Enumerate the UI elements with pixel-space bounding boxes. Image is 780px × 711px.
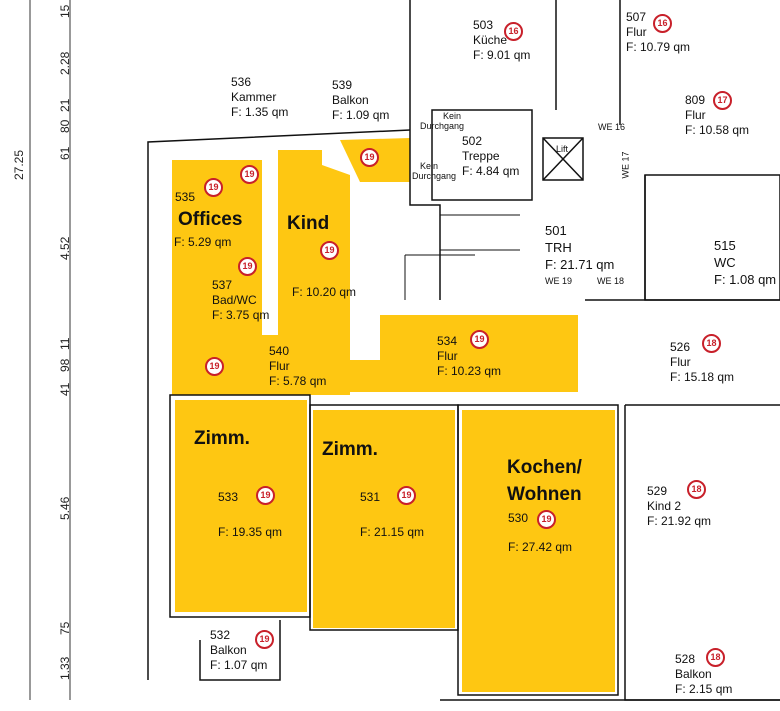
room-badge: 19 xyxy=(204,178,223,197)
area-534 xyxy=(345,315,578,392)
room-badge: 19 xyxy=(397,486,416,505)
highlighted-areas xyxy=(172,138,615,692)
room-badge-539: 19 xyxy=(360,148,379,167)
room-badge: 19 xyxy=(470,330,489,349)
label-kind: Kind xyxy=(287,213,330,234)
dimension-label: 80 xyxy=(58,119,72,133)
note-durchgang-1: Durchgang xyxy=(420,121,465,131)
note-kein-2: Kein xyxy=(420,161,439,171)
dimension-total: 27.25 xyxy=(12,149,26,180)
note-we16: WE 16 xyxy=(598,122,626,132)
dimension-label: 15 xyxy=(58,4,72,18)
area-530 xyxy=(462,410,615,692)
room-badge: 19 xyxy=(320,241,339,260)
label-offices: Offices xyxy=(178,209,243,230)
area-531 xyxy=(313,410,455,628)
room-badge: 17 xyxy=(713,91,732,110)
area-kind xyxy=(278,150,350,340)
room-535-id: 535 xyxy=(175,190,196,204)
room-badge: 18 xyxy=(702,334,721,353)
room-535-area: F: 5.29 qm xyxy=(174,235,232,249)
room-530-area: F: 27.42 qm xyxy=(508,540,573,554)
room-kind-area: F: 10.20 qm xyxy=(292,285,357,299)
room-533-area: F: 19.35 qm xyxy=(218,525,283,539)
dimension-label: 61 xyxy=(58,146,72,160)
area-535-537 xyxy=(172,160,262,395)
room-530-id: 530 xyxy=(508,511,529,525)
dimension-label: 21 xyxy=(58,98,72,112)
room-badge: 16 xyxy=(504,22,523,41)
room-badge: 16 xyxy=(653,14,672,33)
room-badge: 19 xyxy=(256,486,275,505)
label-zimm-533: Zimm. xyxy=(194,428,250,449)
room-badge: 18 xyxy=(687,480,706,499)
room-badge: 19 xyxy=(255,630,274,649)
area-533 xyxy=(175,400,307,612)
room-badge: 19 xyxy=(238,257,257,276)
lift-label: Lift xyxy=(556,144,569,154)
area-540 xyxy=(262,335,350,395)
note-durchgang-2: Durchgang xyxy=(412,171,457,181)
room-badge-hall: 19 xyxy=(205,357,224,376)
dimension-label: 2.28 xyxy=(58,51,72,75)
dimension-label: 41 xyxy=(58,382,72,396)
dimension-label: 4.52 xyxy=(58,236,72,260)
note-we19: WE 19 xyxy=(545,276,573,286)
room-531-area: F: 21.15 qm xyxy=(360,525,425,539)
note-we18: WE 18 xyxy=(597,276,625,286)
room-badge-536: 19 xyxy=(240,165,259,184)
label-zimm-531: Zimm. xyxy=(322,439,378,460)
label-wohnen: Wohnen xyxy=(507,484,582,505)
room-531-id: 531 xyxy=(360,490,381,504)
dimension-label: 1.33 xyxy=(58,656,72,680)
room-badge: 19 xyxy=(537,510,556,529)
room-533-id: 533 xyxy=(218,490,239,504)
dimension-label: 98 xyxy=(58,358,72,372)
dimension-label: 11 xyxy=(58,337,72,350)
dimension-label: 5.46 xyxy=(58,496,72,520)
note-we17: WE 17 xyxy=(620,151,631,179)
dimension-label: 75 xyxy=(58,621,72,635)
note-kein-1: Kein xyxy=(443,111,462,121)
label-kochen: Kochen/ xyxy=(507,457,582,478)
room-badge: 18 xyxy=(706,648,725,667)
